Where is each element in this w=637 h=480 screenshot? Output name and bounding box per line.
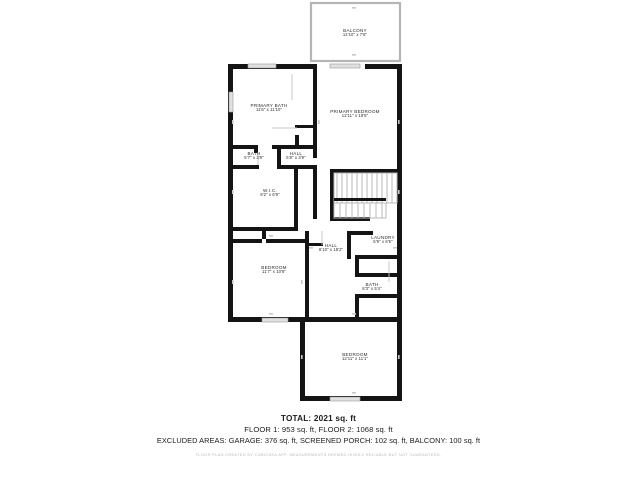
area-summary: TOTAL: 2021 sq. ft FLOOR 1: 953 sq. ft, …	[0, 414, 637, 457]
stair-handrail	[334, 198, 386, 201]
dimension-ticks	[232, 7, 400, 394]
doors-and-openings	[228, 63, 390, 402]
disclaimer-text: FLOOR PLAN CREATED BY CUBICASA APP. MEAS…	[195, 452, 442, 457]
floor-plan-drawing: BALCONY 12'10" x 7'8" PRIMARY BATH 11'6"…	[228, 1, 402, 402]
floor-breakdown-text: FLOOR 1: 953 sq. ft, FLOOR 2: 1068 sq. f…	[244, 425, 393, 434]
excluded-areas-text: EXCLUDED AREAS: GARAGE: 376 sq. ft, SCRE…	[156, 436, 481, 445]
total-area-text: TOTAL: 2021 sq. ft	[280, 414, 357, 423]
balcony-outline	[309, 1, 402, 63]
interior-walls	[228, 64, 397, 318]
